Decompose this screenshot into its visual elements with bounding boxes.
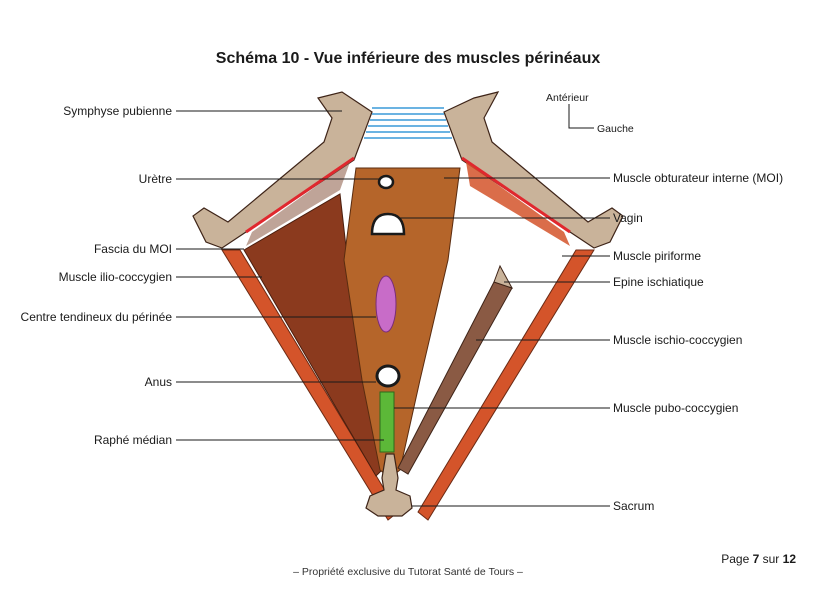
label-epine-ischiatique: Epine ischiatique [613,275,704,289]
sacrum [365,453,413,517]
right-leaders [394,177,610,507]
anus [375,364,401,388]
right-labels: Muscle obturateur interne (MOI) Vagin Mu… [613,171,783,513]
left-obturator-fascia [245,156,355,234]
pubic-symphysis [364,107,452,139]
label-pubo-coccygien: Muscle pubo-coccygien [613,401,738,415]
page-title: Schéma 10 - Vue inférieure des muscles p… [215,50,601,67]
urethra [377,174,395,190]
label-symphyse-pubienne: Symphyse pubienne [63,104,172,118]
label-raphe-median: Raphé médian [94,433,172,447]
footer-note: – Propriété exclusive du Tutorat Santé d… [293,566,523,578]
page-total: 12 [782,552,796,566]
label-piriforme: Muscle piriforme [613,249,701,263]
median-raphe [379,391,395,453]
page-prefix: Page [721,552,750,566]
right-obturator-muscle [466,162,570,246]
left-leaders [176,110,384,441]
perineal-body [375,275,397,333]
label-fascia-moi: Fascia du MOI [94,242,172,256]
label-centre-tendineux: Centre tendineux du périnée [21,310,173,324]
orientation-arrow [568,104,594,129]
page-current: 7 [752,552,760,566]
vagina [370,212,406,236]
right-piriformis [417,249,595,521]
label-ischio-coccygien: Muscle ischio-coccygien [613,333,742,347]
label-anus: Anus [145,375,172,389]
left-labels: Symphyse pubienne Urètre Fascia du MOI M… [21,104,173,447]
label-obturateur-interne: Muscle obturateur interne (MOI) [613,171,783,185]
label-vagin: Vagin [613,211,643,225]
anterior-label: Antérieur [546,92,589,104]
label-ilio-coccygien: Muscle ilio-coccygien [59,270,172,284]
page-number: Page 7 sur 12 [721,552,796,566]
left-obturator-muscle [246,162,350,246]
left-label: Gauche [597,123,634,135]
right-obturator-fascia [461,156,571,234]
label-sacrum: Sacrum [613,499,654,513]
label-uretre: Urètre [139,172,173,186]
page-separator: sur [762,552,780,566]
orientation-marker: Antérieur Gauche [546,92,634,135]
